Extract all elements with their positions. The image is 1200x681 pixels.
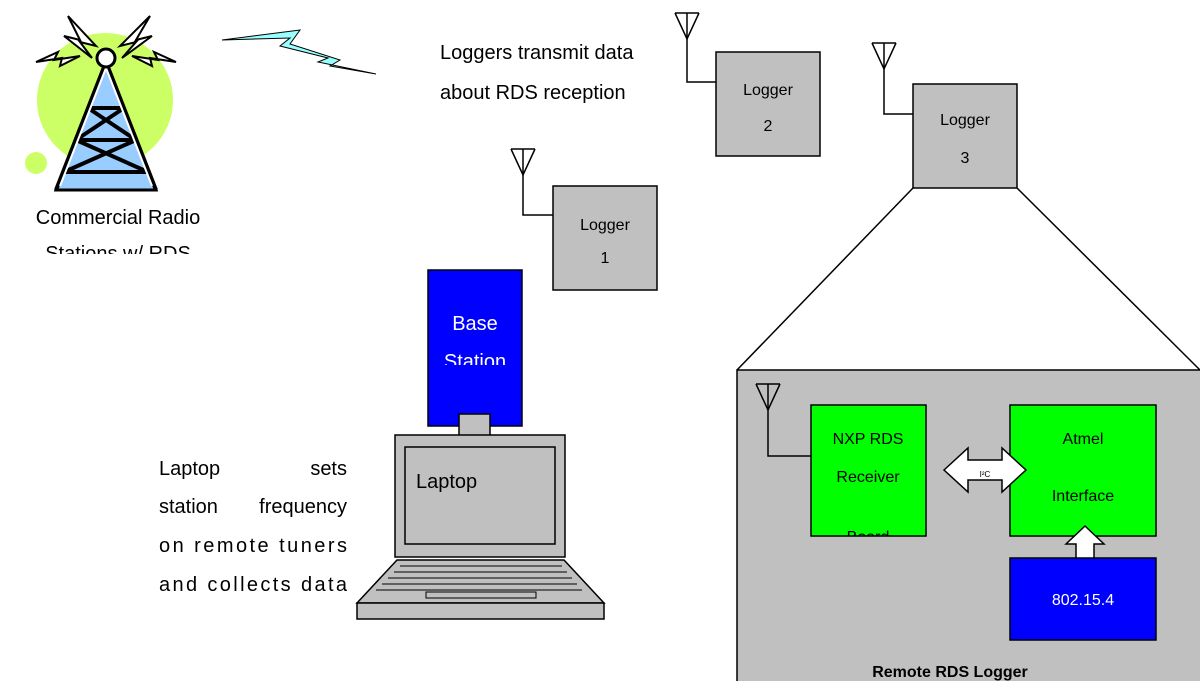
laptop-icon: Laptop: [355, 434, 606, 620]
zoom-line-left: [736, 187, 914, 371]
laptop-note: Laptop sets station frequency on remote …: [159, 458, 348, 596]
laptop-base-front: [356, 602, 605, 620]
logger-2: Logger 2: [674, 12, 821, 157]
laptop-note-line3: on remote tuners: [159, 535, 347, 557]
antenna-icon: [674, 12, 716, 83]
nxp-line2: Receiver: [836, 469, 900, 486]
laptop-note-line4: and collects data: [159, 574, 348, 596]
remote-rds-logger-panel: NXP RDS Receiver Board Atmel Interface I…: [736, 369, 1200, 681]
base-station-line2: Station: [444, 351, 506, 373]
nxp-line3: Board: [847, 529, 890, 546]
logger-3: Logger 3: [871, 42, 1018, 189]
lightning-bolt-icon: [221, 29, 377, 75]
loggers-note-line1: Loggers transmit data: [440, 42, 634, 64]
tower-tip: [95, 47, 117, 69]
atmel-line2: Interface: [1052, 488, 1114, 505]
remote-logger-title: Remote RDS Logger: [872, 664, 1028, 681]
loggers-note-line2: about RDS reception: [440, 82, 626, 104]
tower-glow-dot: [25, 152, 47, 174]
logger-1-box: [552, 185, 658, 291]
logger-1: Logger 1: [510, 148, 658, 291]
radio-module-802-15-4: [1009, 557, 1157, 641]
usb-connector: [458, 413, 491, 437]
base-station-line1: Base: [452, 313, 498, 335]
nxp-line1: NXP RDS: [833, 431, 904, 448]
radio-tower-icon: [25, 15, 177, 192]
antenna-icon: [755, 383, 811, 457]
logger-2-label: Logger: [743, 82, 793, 99]
radio-caption-line2: Stations w/ RDS: [45, 243, 191, 265]
radio-module-label: 802.15.4: [1052, 592, 1114, 609]
keyboard-icon: [376, 565, 582, 599]
zoom-line-right: [1016, 187, 1200, 371]
logger-2-box: [715, 51, 821, 157]
base-station: Base Station: [427, 269, 523, 437]
logger-2-number: 2: [764, 118, 773, 135]
atmel-interface-board: [1009, 404, 1157, 537]
logger-3-label: Logger: [940, 112, 990, 129]
antenna-icon: [871, 42, 913, 115]
laptop-note-line2-left: station: [159, 496, 218, 518]
laptop-note-line1-right: sets: [310, 458, 347, 480]
i2c-double-arrow-icon: [942, 446, 1028, 494]
i2c-bus-label: I²C: [980, 470, 991, 479]
atmel-line1: Atmel: [1063, 431, 1104, 448]
logger-3-number: 3: [961, 150, 970, 167]
laptop-screen: [404, 446, 556, 545]
laptop-note-line1-left: Laptop: [159, 458, 220, 480]
nxp-receiver-board: [810, 404, 927, 537]
laptop-screen-label: Laptop: [416, 471, 477, 493]
antenna-icon: [510, 148, 553, 216]
radio-caption-line1: Commercial Radio: [36, 207, 201, 229]
laptop-note-line2-right: frequency: [259, 496, 347, 518]
logger-1-label: Logger: [580, 217, 630, 234]
logger-3-box: [912, 83, 1018, 189]
logger-1-number: 1: [601, 250, 610, 267]
